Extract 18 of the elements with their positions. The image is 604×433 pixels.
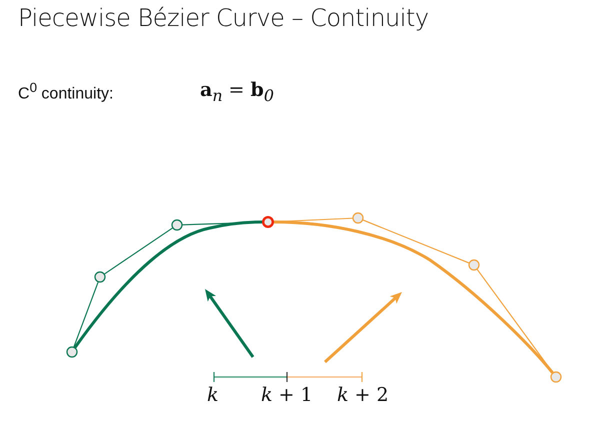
bezier-curve [273,220,554,374]
control-point [94,271,106,283]
formula: a$_{n}$ = b$_{0}$ [200,79,274,105]
control-point [468,259,480,271]
joint-point [262,216,274,228]
condition-label: C$^{0}$ continuity: [18,80,114,104]
tick-label: k + 1 [261,384,313,406]
control-point [550,371,562,383]
tick-label: k + 2 [337,384,389,406]
bezier-curve [74,220,262,348]
control-point [352,212,364,224]
control-polygon-line [362,220,470,264]
control-polygon-line [73,282,99,348]
control-point [171,219,183,231]
control-point [66,346,78,358]
title: Piecewise Bézier Curve – Continuity [18,4,429,32]
tick-label: k [207,384,219,406]
control-polygon-line [104,228,173,274]
